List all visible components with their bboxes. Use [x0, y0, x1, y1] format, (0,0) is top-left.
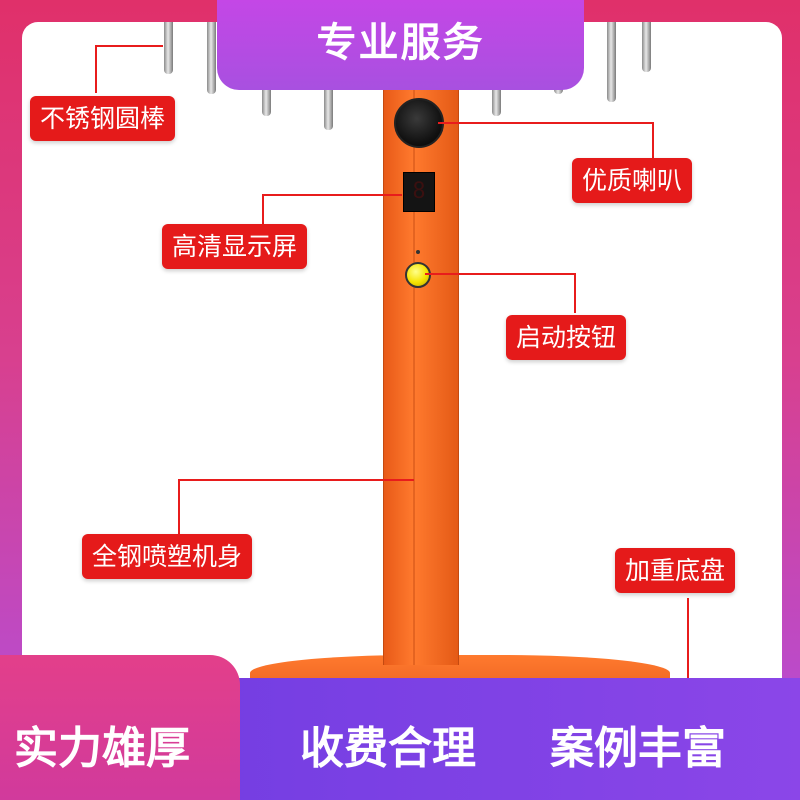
label-display: 高清显示屏 — [162, 224, 308, 269]
label-steel-rod: 不锈钢圆棒 — [30, 96, 176, 141]
leader-line — [687, 598, 689, 678]
label-start-button: 启动按钮 — [506, 315, 627, 360]
leader-line — [262, 194, 264, 224]
slogan-strength: 实力雄厚 — [14, 723, 190, 774]
post-seam — [413, 80, 415, 665]
steel-rod — [642, 22, 651, 72]
label-steel-body: 全钢喷塑机身 — [82, 534, 253, 579]
leader-line — [178, 479, 180, 535]
label-weighted-base: 加重底盘 — [615, 548, 736, 593]
leader-line — [574, 273, 576, 313]
steel-rod — [607, 22, 616, 102]
leader-line — [652, 122, 654, 158]
steel-post — [383, 80, 459, 665]
steel-rod — [164, 22, 173, 74]
leader-line — [425, 273, 575, 275]
slogan-cases: 案例丰富 — [550, 723, 726, 774]
footer-tab — [0, 655, 240, 800]
slogan-pricing: 收费合理 — [300, 723, 476, 774]
leader-line — [95, 45, 163, 47]
page-title: 专业服务 — [217, 0, 584, 90]
leader-line — [95, 45, 97, 93]
label-speaker: 优质喇叭 — [572, 158, 693, 203]
start-button[interactable] — [405, 262, 431, 288]
steel-rod — [207, 22, 216, 94]
speaker-icon — [394, 98, 444, 148]
indicator-led — [416, 250, 420, 254]
leader-line — [178, 479, 414, 481]
leader-line — [262, 194, 402, 196]
digit-display: 8 — [403, 172, 435, 212]
leader-line — [438, 122, 653, 124]
